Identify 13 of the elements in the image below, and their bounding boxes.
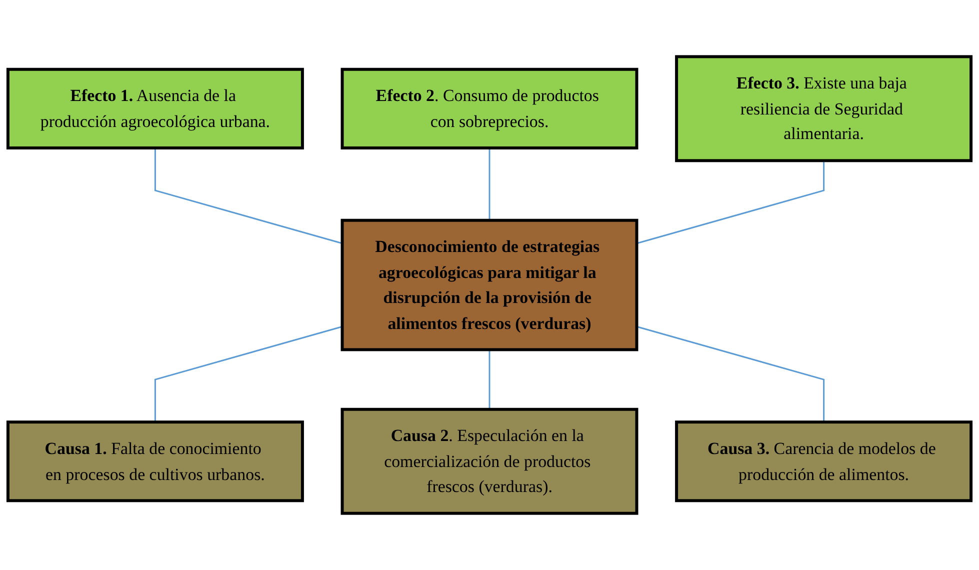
node-box: Causa 1. Falta de conocimiento en procesos de cultivos urbanos.: [6, 420, 304, 502]
node-box: Efecto 2. Consumo de productos con sobreprecios.: [340, 68, 638, 150]
connector: [488, 148, 490, 220]
connector: [488, 350, 490, 410]
node-box: Causa 3. Carencia de modelos de producción de alimentos.: [675, 420, 973, 502]
connector: [154, 148, 342, 244]
connector: [636, 326, 825, 422]
connector: [636, 160, 825, 244]
node-box: Desconocimiento de estrategias agroecológicas para mitigar la disrupción de la provisión de alimentos frescos (verduras): [340, 218, 638, 352]
connector: [154, 326, 342, 422]
node-box: Causa 2. Especulación en la comercialización de productos frescos (verduras).: [340, 408, 638, 515]
node-box: Efecto 1. Ausencia de la producción agroecológica urbana.: [6, 68, 304, 150]
node-box: Efecto 3. Existe una baja resiliencia de Seguridad alimentaria.: [675, 55, 973, 162]
